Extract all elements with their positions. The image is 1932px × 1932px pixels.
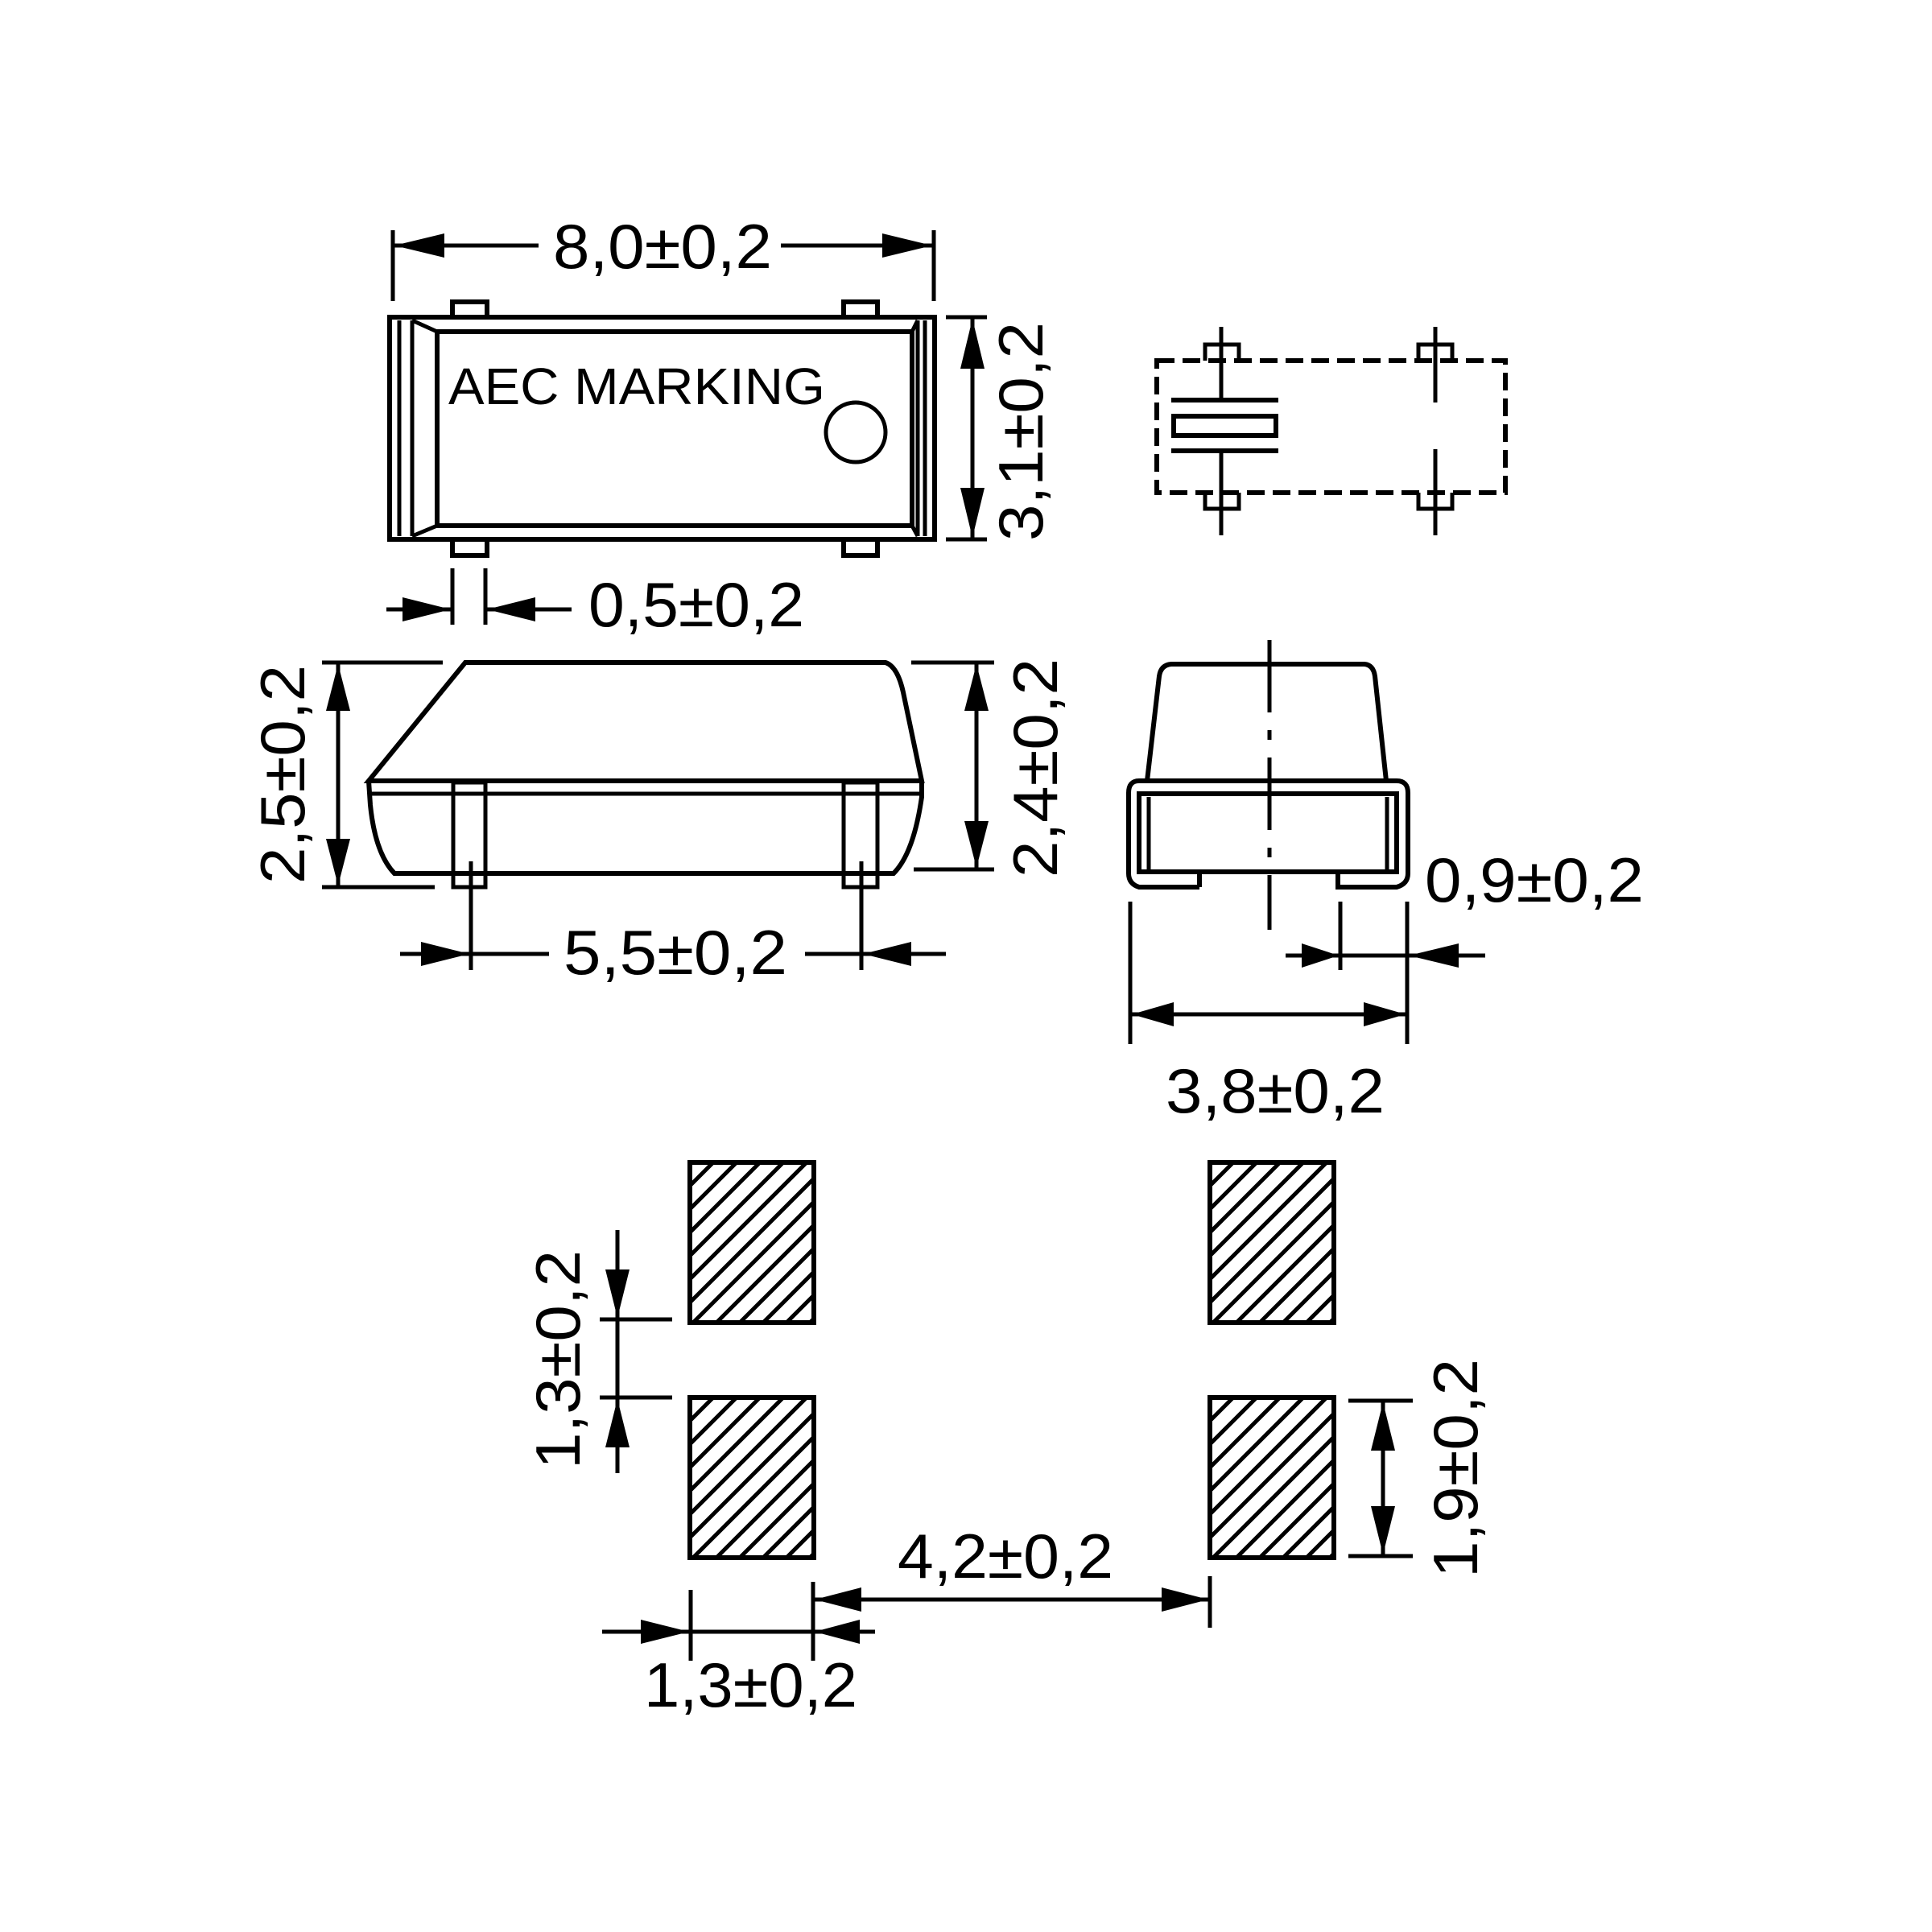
top-view: AEC MARKING 8,0±0,2 3,1±0,2 0,5±0,2 xyxy=(386,211,1056,640)
dim-lead-pitch-label: 5,5±0,2 xyxy=(564,917,787,988)
dim-length-label: 8,0±0,2 xyxy=(553,211,772,282)
dim-foot-length-label: 0,9±0,2 xyxy=(1425,844,1644,915)
arrow-down-icon xyxy=(964,821,989,868)
schematic-pad-icon xyxy=(1416,342,1455,361)
solder-pad xyxy=(1208,1160,1336,1325)
top-view-lead-tab xyxy=(841,299,880,320)
top-view-bevel-tr xyxy=(910,319,920,333)
marking-label: AEC MARKING xyxy=(448,357,825,415)
end-view: 0,9±0,2 3,8±0,2 xyxy=(1126,640,1644,1126)
solder-pad xyxy=(687,1395,816,1560)
arrow-down-icon xyxy=(1371,1506,1395,1554)
arrow-right-icon xyxy=(402,597,451,621)
end-view-lead-outer xyxy=(1126,778,1410,890)
arrow-right-icon xyxy=(1162,1587,1208,1612)
arrow-left-icon xyxy=(863,942,911,966)
arrow-down-icon xyxy=(960,488,985,538)
schematic-pad-icon xyxy=(1203,342,1241,361)
dim-height-right-label: 2,4±0,2 xyxy=(1000,658,1071,877)
top-view-lead-tab xyxy=(841,537,880,558)
arrow-right-icon xyxy=(1364,1002,1406,1026)
arrow-up-icon xyxy=(605,1399,630,1447)
dim-lead-width-label: 0,5±0,2 xyxy=(588,569,804,640)
top-view-bevel-tl xyxy=(411,318,439,334)
arrow-up-icon xyxy=(960,319,985,369)
top-view-body-outline xyxy=(387,315,937,542)
schematic-pad-icon xyxy=(1203,493,1241,511)
dim-pad-width-label: 1,3±0,2 xyxy=(644,1649,857,1720)
arrow-up-icon xyxy=(326,664,350,711)
top-view-lead-tab xyxy=(450,299,489,320)
hatch-pattern-icon xyxy=(690,1397,814,1558)
arrow-right-icon xyxy=(882,233,932,258)
top-view-bevel-br xyxy=(910,524,920,538)
hatch-pattern-icon xyxy=(1210,1162,1334,1323)
crystal-schematic-symbol xyxy=(1154,327,1508,535)
arrow-left-icon xyxy=(1409,943,1459,968)
arrow-up-icon xyxy=(964,664,989,711)
arrow-left-icon xyxy=(394,233,444,258)
arrow-left-icon xyxy=(815,1620,860,1644)
arrow-left-icon xyxy=(487,597,535,621)
pin1-marker-icon xyxy=(824,400,888,464)
dim-width-label: 3,8±0,2 xyxy=(1166,1055,1385,1126)
solder-pad xyxy=(687,1160,816,1325)
side-view: 2,5±0,2 2,4±0,2 5,5±0,2 xyxy=(247,658,1071,988)
side-view-cap xyxy=(363,660,925,783)
top-view-lead-tab xyxy=(450,537,489,558)
arrow-left-icon xyxy=(815,1587,861,1612)
arrow-down-icon xyxy=(326,839,350,886)
dim-width-label: 3,1±0,2 xyxy=(985,322,1056,541)
schematic-package-outline xyxy=(1154,358,1508,495)
solder-pad xyxy=(1208,1395,1336,1560)
top-view-lid xyxy=(435,329,914,528)
side-view-base xyxy=(366,780,924,876)
dim-pad-spacing-label: 4,2±0,2 xyxy=(898,1521,1113,1591)
arrow-right-icon xyxy=(421,942,469,966)
hatch-pattern-icon xyxy=(1210,1397,1334,1558)
dim-pad-gap-label: 1,3±0,2 xyxy=(522,1250,593,1469)
schematic-pad-icon xyxy=(1416,493,1455,511)
dim-height-left-label: 2,5±0,2 xyxy=(247,665,318,884)
arrow-up-icon xyxy=(1371,1402,1395,1451)
top-view-bevel-bl xyxy=(411,523,438,539)
land-pattern: 1,3±0,2 1,9±0,2 4,2±0,2 1,3±0,2 xyxy=(522,1160,1491,1720)
arrow-left-icon xyxy=(1132,1002,1174,1026)
dim-pad-height-label: 1,9±0,2 xyxy=(1420,1359,1491,1578)
arrow-down-icon xyxy=(605,1269,630,1318)
arrow-right-icon xyxy=(1302,943,1339,968)
crystal-body-icon xyxy=(1171,414,1278,438)
arrow-right-icon xyxy=(641,1620,689,1644)
end-view-cap xyxy=(1145,662,1389,782)
